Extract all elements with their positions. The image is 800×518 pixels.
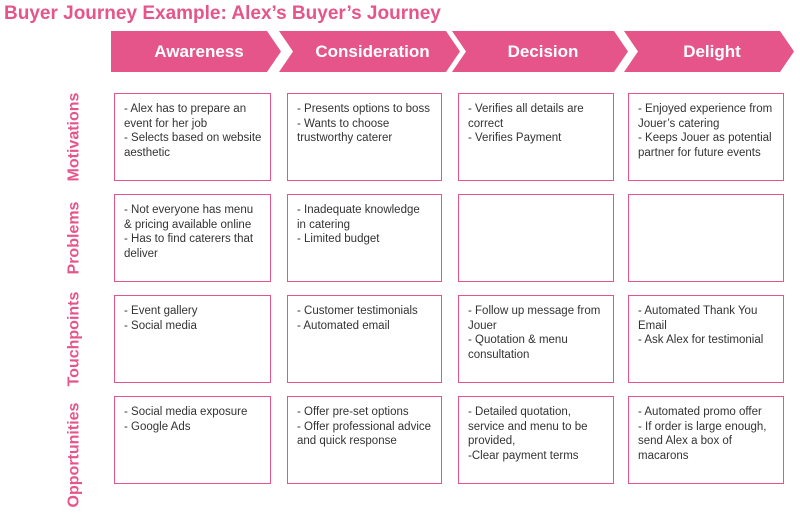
cell-motivations-decision: - Verifies all details are correct - Verif… xyxy=(458,93,614,181)
cell-text-line: correct xyxy=(468,117,504,130)
cell-text-line: - Wants to choose xyxy=(297,117,390,130)
cell-text-line: in catering xyxy=(297,218,351,231)
cell-opportunities-awareness: - Social media exposure - Google Ads xyxy=(114,396,271,484)
row-label-problems: Problems xyxy=(62,194,86,282)
cell-text-line: deliver xyxy=(124,247,158,260)
stage-decision: Decision xyxy=(452,31,628,72)
cell-opportunities-consideration: - Offer pre-set options - Offer professio… xyxy=(287,396,442,484)
row-label-text: Motivations xyxy=(65,92,83,182)
cell-text-line: - Quotation & menu xyxy=(468,334,568,347)
cell-text-line: -Clear payment terms xyxy=(468,449,579,462)
cell-text-line: - Automated promo offer xyxy=(638,406,762,418)
cell-problems-consideration: - Inadequate knowledge in catering - Limit… xyxy=(287,194,442,282)
cell-text-line: - Automated email xyxy=(297,319,390,332)
row-label-motivations: Motivations xyxy=(62,92,86,182)
cell-text-line: - Presents options to boss xyxy=(297,103,430,115)
cell-text-line: - Detailed quotation, xyxy=(468,406,571,418)
cell-text-line: - Ask Alex for testimonial xyxy=(638,334,764,347)
cell-text-line: - Keeps Jouer as potential xyxy=(638,132,772,145)
stage-awareness: Awareness xyxy=(111,31,281,72)
stage-delight: Delight xyxy=(624,31,794,72)
cell-text-line: - Customer testimonials xyxy=(297,305,418,317)
cell-text-line: consultation xyxy=(468,348,530,361)
cell-text-line: - Verifies all details are xyxy=(468,103,584,115)
cell-motivations-consideration: - Presents options to boss - Wants to cho… xyxy=(287,93,442,181)
stage-label: Consideration xyxy=(315,41,430,61)
row-label-text: Problems xyxy=(65,201,83,275)
cell-text-line: Jouer’s catering xyxy=(638,117,720,130)
cell-touchpoints-consideration: - Customer testimonials - Automated email xyxy=(287,295,442,383)
row-label-text: Touchpoints xyxy=(65,291,83,387)
row-label-touchpoints: Touchpoints xyxy=(62,292,86,387)
cell-text-line: macarons xyxy=(638,449,689,462)
cell-text-line: - Event gallery xyxy=(124,305,198,317)
diagram-title: Buyer Journey Example: Alex’s Buyer’s Jo… xyxy=(4,3,441,24)
cell-text-line: - Selects based on website xyxy=(124,132,262,145)
stage-label: Delight xyxy=(683,41,741,61)
cell-text-line: - Enjoyed experience from xyxy=(638,103,773,115)
cell-text-line: event for her job xyxy=(124,117,208,130)
cell-text-line: - Google Ads xyxy=(124,420,191,433)
cell-text-line: trustworthy caterer xyxy=(297,132,393,145)
stage-label: Decision xyxy=(507,41,579,61)
cell-text-line: and quick response xyxy=(297,435,397,448)
cell-opportunities-delight: - Automated promo offer - If order is lar… xyxy=(628,396,784,484)
stage-consideration: Consideration xyxy=(279,31,460,72)
cell-text-line: - Offer professional advice xyxy=(297,420,432,433)
cell-motivations-awareness: - Alex has to prepare an event for her jo… xyxy=(114,93,271,181)
cell-text-line: & pricing available online xyxy=(124,218,252,231)
cell-problems-delight xyxy=(628,194,784,282)
cell-text-line: - If order is large enough, xyxy=(638,420,767,433)
cell-opportunities-decision: - Detailed quotation, service and menu to… xyxy=(458,396,614,484)
cell-text-line: - Limited budget xyxy=(297,233,380,246)
cell-text-line: - Automated Thank You xyxy=(638,305,758,317)
cell-text-line: aesthetic xyxy=(124,146,171,159)
stage-label: Awareness xyxy=(154,41,244,61)
cell-text-line: Email xyxy=(638,319,667,332)
cell-text-line: - Not everyone has menu xyxy=(124,204,254,216)
cell-problems-awareness: - Not everyone has menu & pricing availab… xyxy=(114,194,271,282)
cell-text-line: service and menu to be xyxy=(468,420,588,433)
cell-text-line: - Has to find caterers that xyxy=(124,233,254,246)
cell-text-line: - Inadequate knowledge xyxy=(297,204,420,216)
cell-text-line: - Social media xyxy=(124,319,197,332)
cell-text-line: - Offer pre-set options xyxy=(297,406,409,418)
cell-text-line: - Verifies Payment xyxy=(468,132,562,145)
cell-text-line: Jouer xyxy=(468,319,497,332)
cell-text-line: provided, xyxy=(468,435,516,448)
cell-touchpoints-awareness: - Event gallery - Social media xyxy=(114,295,271,383)
row-label-text: Opportunities xyxy=(65,402,83,508)
cell-text-line: - Alex has to prepare an xyxy=(124,103,247,115)
cell-text-line: send Alex a box of xyxy=(638,435,732,448)
cell-problems-decision xyxy=(458,194,614,282)
row-label-opportunities: Opportunities xyxy=(62,396,86,514)
cell-text-line: partner for future events xyxy=(638,146,761,159)
cell-text-line: - Follow up message from xyxy=(468,305,601,317)
cell-text-line: - Social media exposure xyxy=(124,406,248,418)
